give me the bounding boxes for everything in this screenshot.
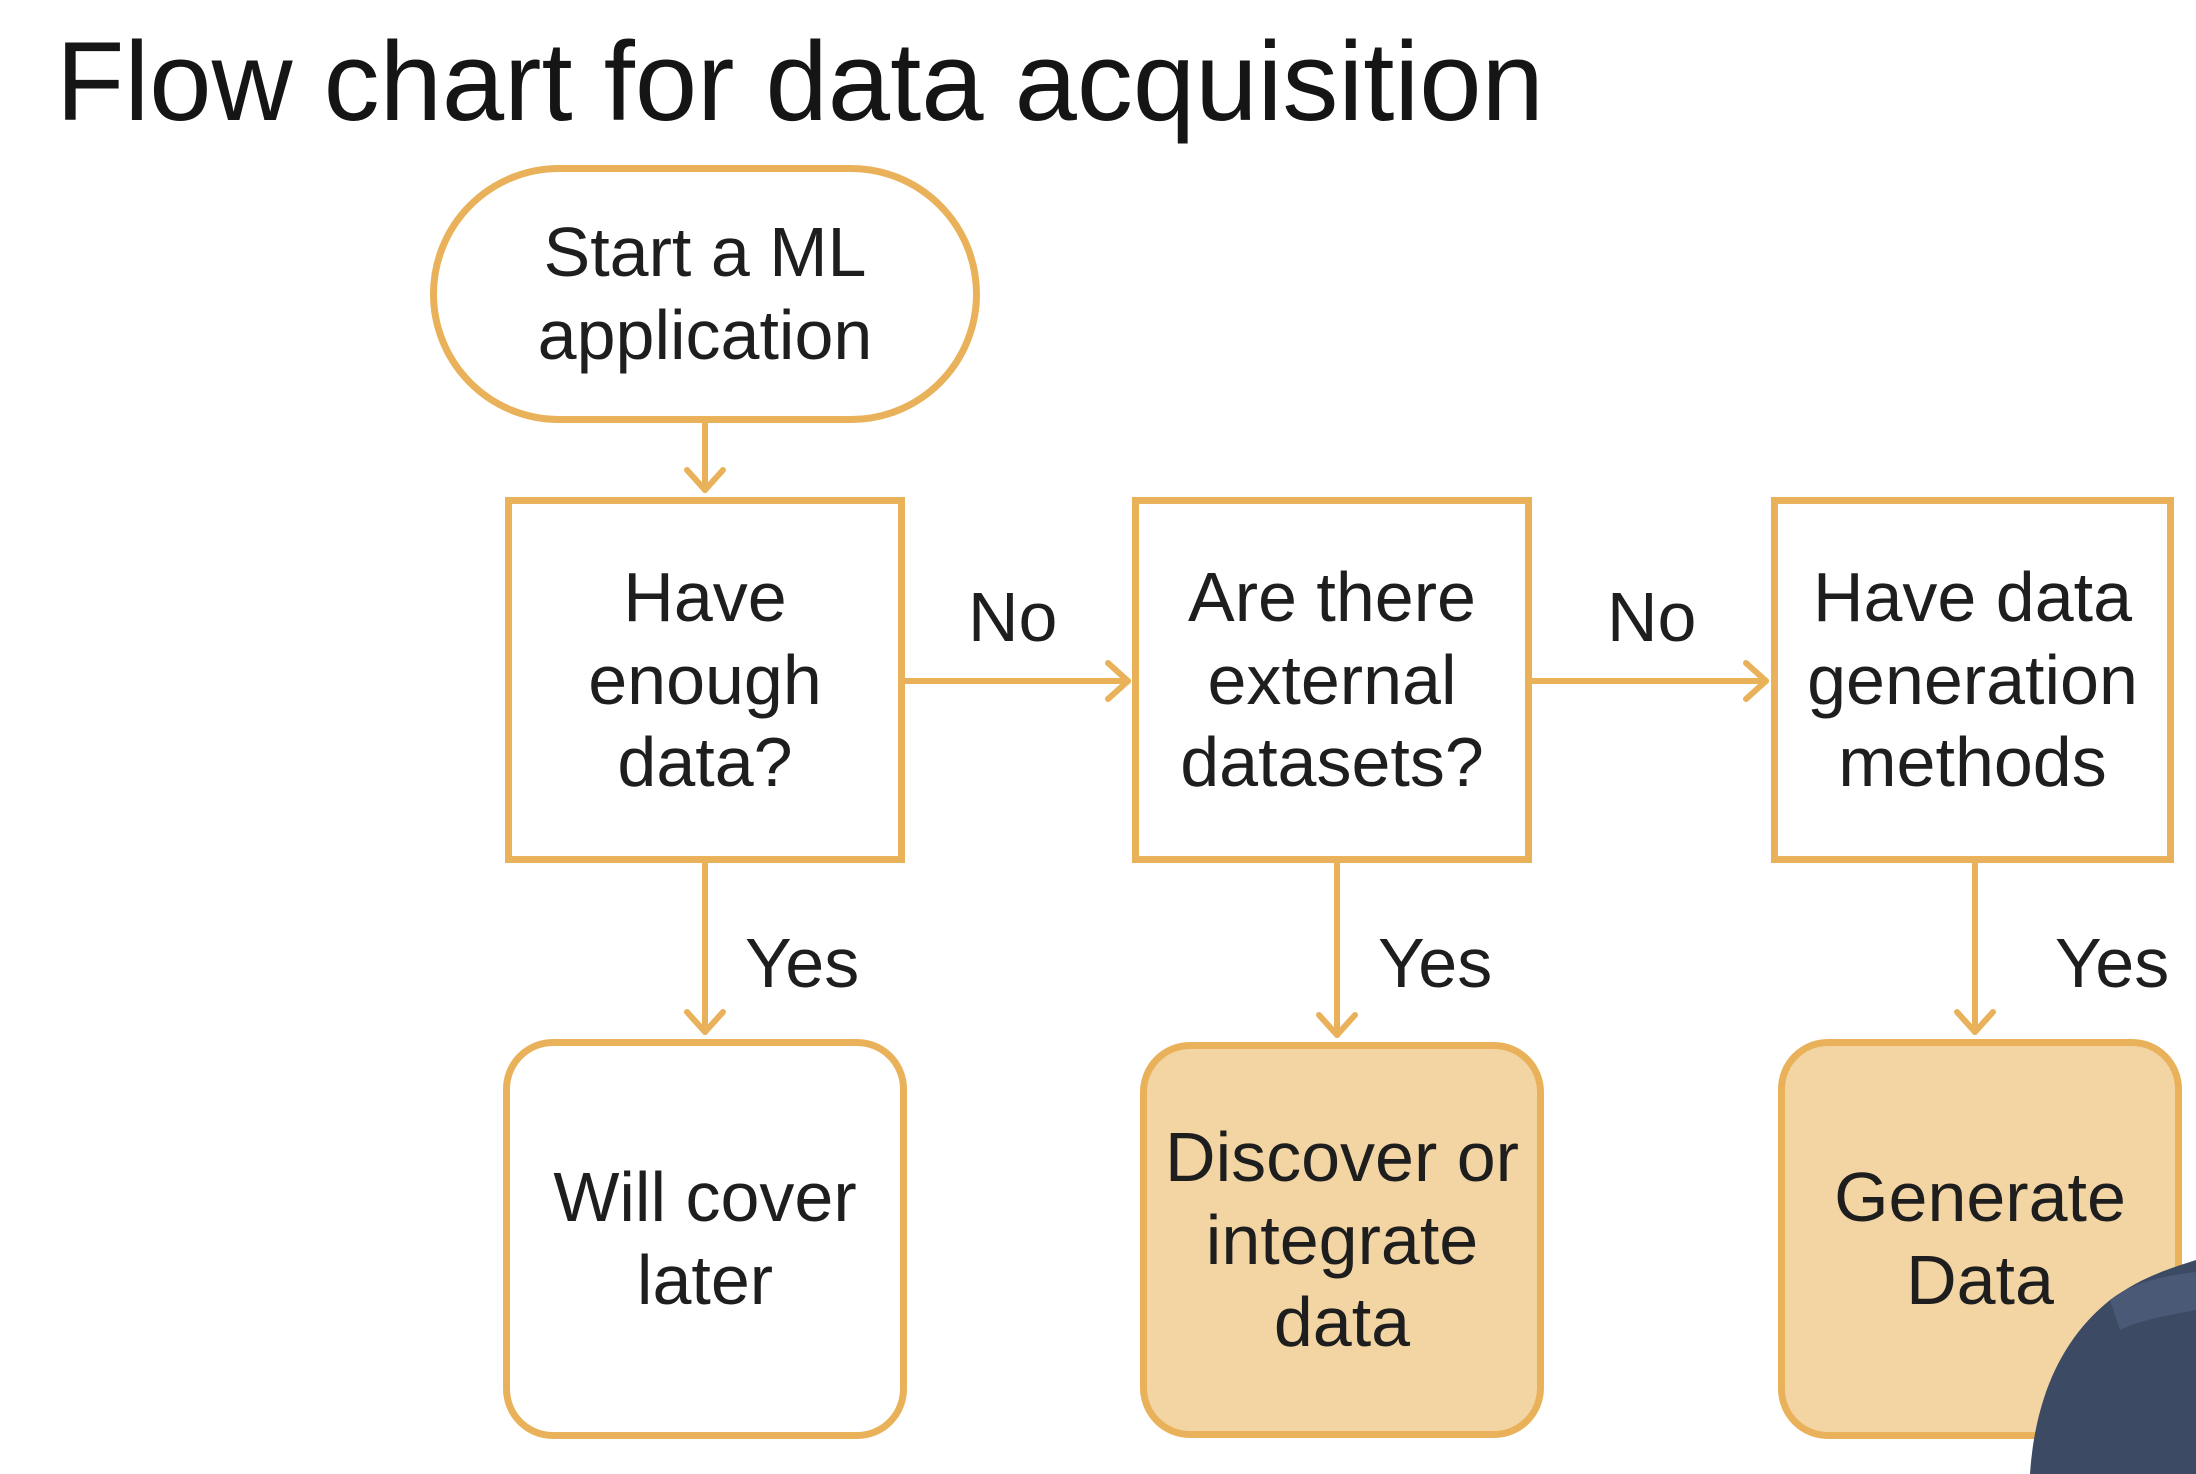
presenter-silhouette [1990,1180,2196,1474]
arrowhead-start-to-decision1 [684,467,726,493]
edge-label-no-1: No [968,578,1058,656]
arrowhead-decision1-to-outcome1 [684,1009,726,1035]
node-have-enough-data: Have enough data? [505,497,905,863]
node-external-datasets: Are there external datasets? [1132,497,1532,863]
node-start-ml-application: Start a ML application [430,165,980,423]
node-generate-data: Generate Data [1778,1039,2182,1439]
node-will-cover-later: Will cover later [503,1039,907,1439]
edge-label-yes-3: Yes [2055,924,2170,1002]
arrowhead-decision2-to-decision3 [1743,660,1769,702]
edge-label-yes-1: Yes [745,924,860,1002]
edge-label-yes-2: Yes [1378,924,1493,1002]
node-data-generation-methods: Have data generation methods [1771,497,2174,863]
arrowhead-decision1-to-decision2 [1105,660,1131,702]
page-title: Flow chart for data acquisition [56,19,1544,144]
edge-label-no-2: No [1607,578,1697,656]
arrowhead-decision2-to-outcome2 [1316,1012,1358,1038]
arrowhead-decision3-to-outcome3 [1954,1009,1996,1035]
node-discover-or-integrate-data: Discover or integrate data [1140,1042,1544,1438]
